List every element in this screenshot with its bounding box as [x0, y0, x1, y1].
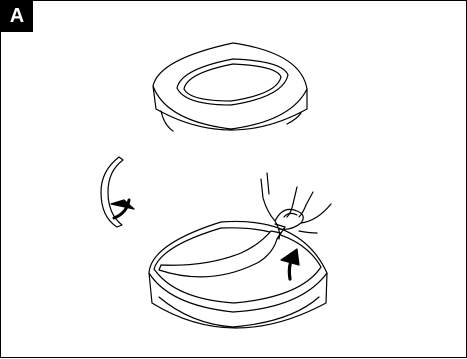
peel-film-icon — [159, 224, 285, 277]
sensor-cover-icon — [153, 43, 307, 131]
rotate-arrow-icon — [101, 157, 134, 227]
hand-icon — [261, 173, 331, 239]
lift-arrow-icon — [281, 249, 299, 279]
